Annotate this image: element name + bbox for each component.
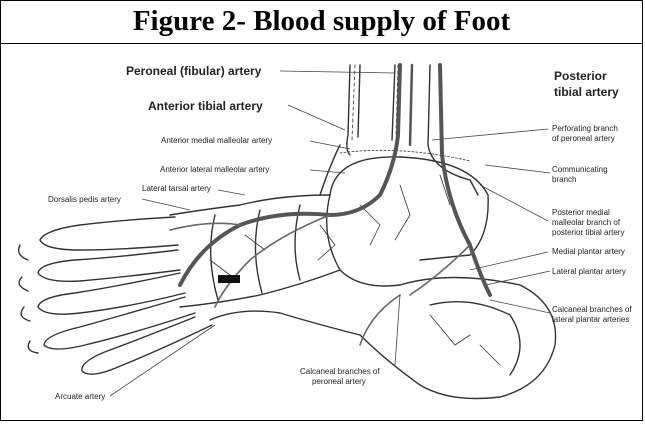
label-arcuate: Arcuate artery: [55, 392, 105, 402]
label-communicating-2: branch: [552, 175, 576, 185]
label-calcaneal-peroneal-2: peroneal artery: [312, 377, 366, 387]
label-posterior-tibial-artery-1: Posterior: [554, 69, 607, 84]
posterior-tibial-artery-vessel: [440, 65, 490, 295]
calcaneus-bone: [360, 278, 556, 399]
label-anterior-lateral-malleolar: Anterior lateral malleolar artery: [160, 165, 269, 175]
peroneal-artery-vessel: [410, 65, 412, 145]
label-communicating-1: Communicating: [552, 165, 608, 175]
label-posterior-tibial-artery-2: tibial artery: [554, 85, 619, 100]
anterior-tibial-artery-vessel: [180, 65, 400, 285]
label-dorsalis-pedis: Dorsalis pedis artery: [48, 195, 121, 205]
foot-diagram: Peroneal (fibular) artery Anterior tibia…: [0, 45, 643, 421]
label-lateral-plantar: Lateral plantar artery: [552, 267, 626, 277]
foot-illustration: [0, 45, 643, 421]
label-post-medial-3: posterior tibial artery: [552, 228, 624, 238]
fibula-bone: [347, 65, 350, 155]
label-perforating-1: Perforating branch: [552, 124, 618, 134]
figure-title: Figure 2- Blood supply of Foot: [133, 5, 510, 38]
label-anterior-medial-malleolar: Anterior medial malleolar artery: [161, 136, 272, 146]
talus-bone: [330, 157, 488, 260]
label-lateral-tarsal: Lateral tarsal artery: [142, 184, 211, 194]
label-anterior-tibial-artery: Anterior tibial artery: [148, 99, 263, 114]
label-medial-plantar: Medial plantar artery: [552, 247, 625, 257]
label-post-medial-2: malleolar branch of: [552, 218, 620, 228]
label-peroneal-artery: Peroneal (fibular) artery: [126, 64, 261, 79]
label-calcaneal-peroneal-1: Calcaneal branches of: [300, 367, 380, 377]
title-bar: Figure 2- Blood supply of Foot: [0, 0, 643, 44]
label-perforating-2: of peroneal artery: [552, 134, 615, 144]
label-calcaneal-branches-1: Calcaneal branches of: [552, 305, 632, 315]
label-calcaneal-branches-2: lateral plantar arteries: [552, 315, 629, 325]
label-post-medial-1: Posterior medial: [552, 208, 610, 218]
metatarsal-bones: [40, 217, 178, 250]
